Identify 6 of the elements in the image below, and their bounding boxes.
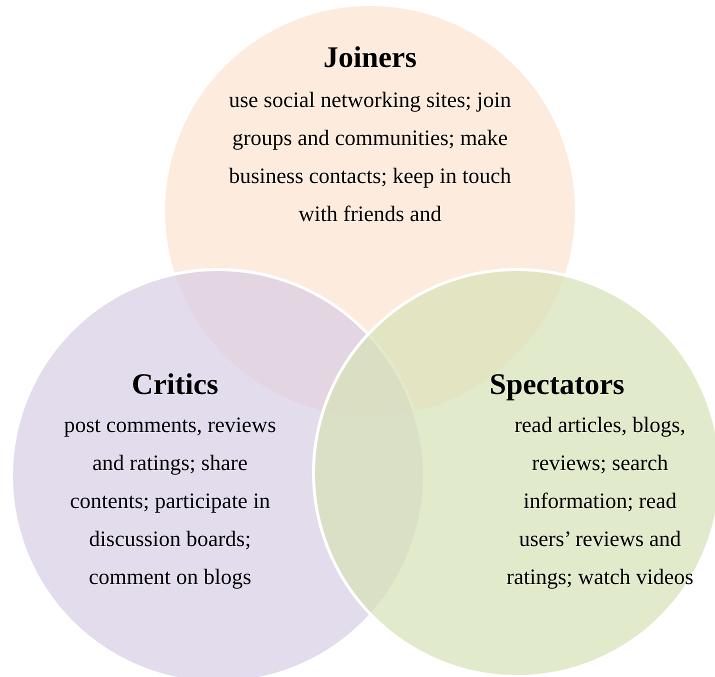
circle-heading: Spectators — [488, 368, 626, 402]
circle-heading: Critics — [130, 368, 220, 402]
circle-heading: Joiners — [322, 41, 418, 75]
circle-text: read articles, blogs, reviews; search information; read users’ reviews and ratings; watch videos — [506, 411, 694, 591]
circle-text: post comments, reviews and ratings; share contents; participate in discussion boards; comment on blogs — [62, 411, 278, 591]
circle-text: use social networking sites; join groups and communities; make business contacts; keep in touch with friends and — [228, 86, 512, 228]
